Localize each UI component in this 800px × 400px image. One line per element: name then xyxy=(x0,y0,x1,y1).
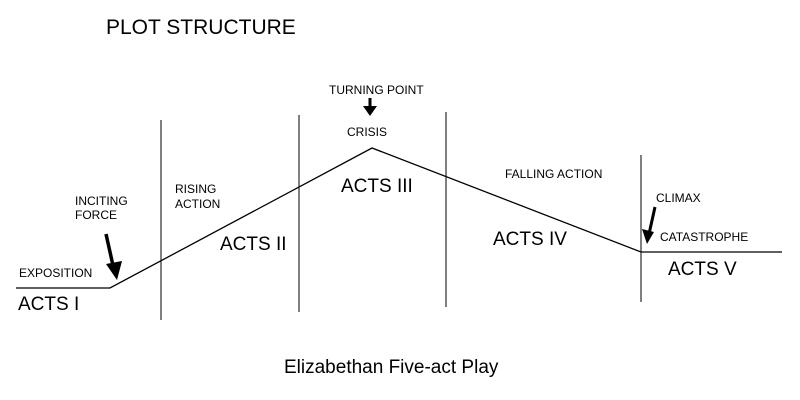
diagram-caption: Elizabethan Five-act Play xyxy=(284,357,499,378)
act-label-1: ACTS I xyxy=(18,294,80,315)
label-turning-point: TURNING POINT xyxy=(329,83,424,97)
act-label-2: ACTS II xyxy=(220,234,287,255)
diagram-title: PLOT STRUCTURE xyxy=(106,16,296,39)
plot-line xyxy=(16,147,782,289)
label-catastrophe: CATASTROPHE xyxy=(660,230,749,244)
act-label-5: ACTS V xyxy=(668,259,737,280)
label-crisis: CRISIS xyxy=(347,125,388,139)
act-label-3: ACTS III xyxy=(341,176,413,197)
label-inciting-force-line-2: FORCE xyxy=(75,208,117,222)
turning-point-arrow-icon xyxy=(363,98,377,116)
label-rising-action-line-1: RISING xyxy=(175,182,217,196)
label-falling-action: FALLING ACTION xyxy=(505,167,603,181)
label-climax: CLIMAX xyxy=(656,191,701,205)
label-exposition: EXPOSITION xyxy=(19,266,93,280)
inciting-force-arrow-icon xyxy=(104,233,122,280)
label-inciting-force-line-1: INCITING xyxy=(75,194,128,208)
climax-arrow-icon xyxy=(642,206,657,244)
label-rising-action-line-2: ACTION xyxy=(175,197,221,211)
act-label-4: ACTS IV xyxy=(493,229,567,250)
